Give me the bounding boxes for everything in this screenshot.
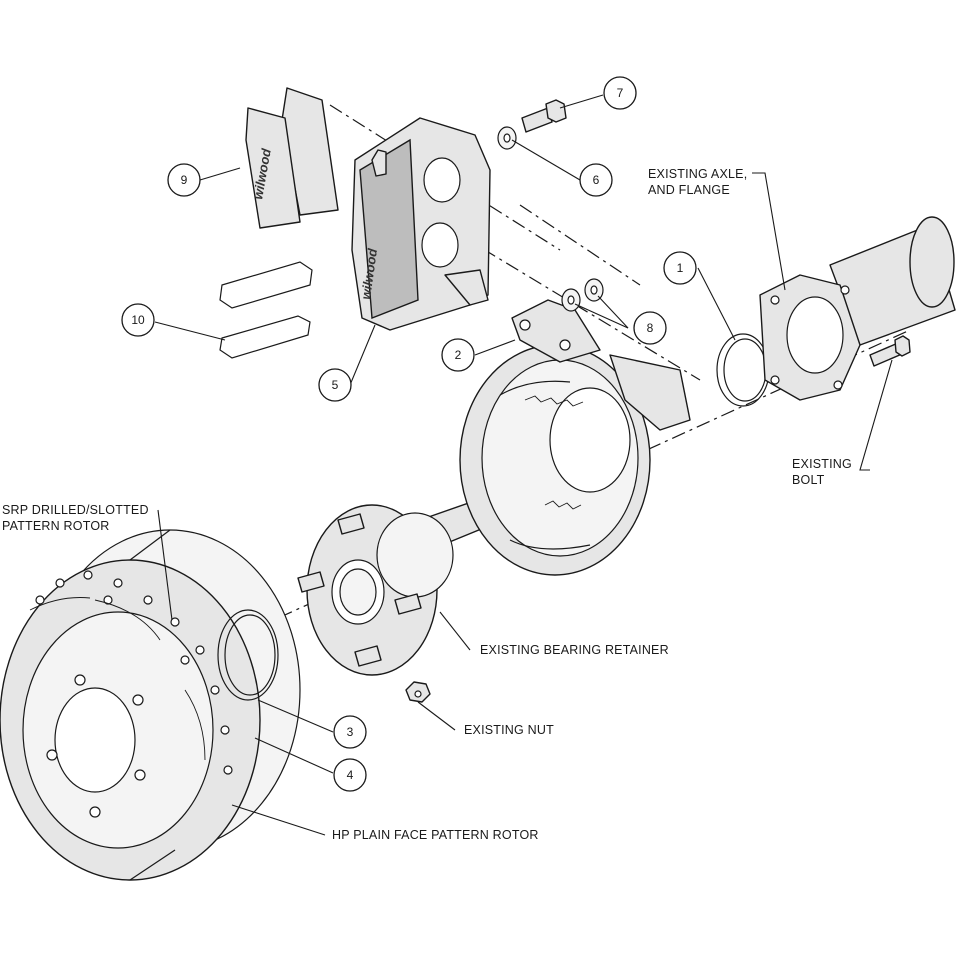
callout-srp-rotor: SRP DRILLED/SLOTTED PATTERN ROTOR bbox=[2, 503, 149, 533]
seal-ring bbox=[716, 333, 770, 407]
balloon-5: 5 bbox=[318, 368, 352, 402]
balloon-9: 9 bbox=[167, 163, 201, 197]
washers bbox=[561, 278, 604, 312]
callout-bearing-retainer: EXISTING BEARING RETAINER bbox=[480, 643, 669, 657]
balloon-4: 4 bbox=[333, 758, 367, 792]
balloon-9-label: 9 bbox=[181, 173, 188, 187]
balloon-6: 6 bbox=[579, 163, 613, 197]
balloon-2: 2 bbox=[441, 338, 475, 372]
caliper-bracket bbox=[511, 299, 601, 363]
callout-srp-line1: SRP DRILLED/SLOTTED bbox=[2, 503, 149, 517]
callout-existing-bolt: EXISTING BOLT bbox=[792, 457, 852, 487]
brake-pads: wilwood bbox=[245, 87, 339, 229]
balloon-4-label: 4 bbox=[347, 768, 354, 782]
balloon-3: 3 bbox=[333, 715, 367, 749]
balloon-8: 8 bbox=[633, 311, 667, 345]
balloon-5-label: 5 bbox=[332, 378, 339, 392]
balloon-8-label: 8 bbox=[647, 321, 654, 335]
existing-bolt bbox=[869, 335, 911, 367]
caliper-bolt-and-washer bbox=[497, 99, 567, 150]
callout-existing-axle: EXISTING AXLE, AND FLANGE bbox=[648, 167, 747, 197]
wheel-studs bbox=[297, 513, 422, 667]
balloon-10-label: 10 bbox=[131, 313, 145, 327]
balloon-7-label: 7 bbox=[617, 86, 624, 100]
existing-nut bbox=[405, 681, 431, 703]
balloon-6-label: 6 bbox=[593, 173, 600, 187]
balloon-7: 7 bbox=[603, 76, 637, 110]
leader-lines bbox=[154, 94, 893, 836]
balloon-3-label: 3 bbox=[347, 725, 354, 739]
balloon-2-label: 2 bbox=[455, 348, 462, 362]
anti-rattle-clips bbox=[219, 261, 313, 359]
callout-bolt-line1: EXISTING bbox=[792, 457, 852, 471]
rotor-drill-holes bbox=[35, 570, 233, 775]
caliper: wilwood bbox=[351, 117, 491, 331]
rotor bbox=[0, 529, 301, 881]
balloon-1: 1 bbox=[663, 251, 697, 285]
balloon-10: 10 bbox=[121, 303, 155, 337]
callout-axle-line1: EXISTING AXLE, bbox=[648, 167, 747, 181]
callout-existing-nut: EXISTING NUT bbox=[464, 723, 554, 737]
existing-axle-flange bbox=[759, 216, 956, 401]
parking-brake-assembly bbox=[459, 344, 691, 576]
callout-bolt-line2: BOLT bbox=[792, 473, 825, 487]
callout-hp-rotor: HP PLAIN FACE PATTERN ROTOR bbox=[332, 828, 539, 842]
callout-srp-line2: PATTERN ROTOR bbox=[2, 519, 109, 533]
callout-axle-line2: AND FLANGE bbox=[648, 183, 730, 197]
caliper-brand-logo: wilwood bbox=[358, 247, 380, 301]
balloon-1-label: 1 bbox=[677, 261, 684, 275]
o-ring bbox=[217, 609, 279, 701]
